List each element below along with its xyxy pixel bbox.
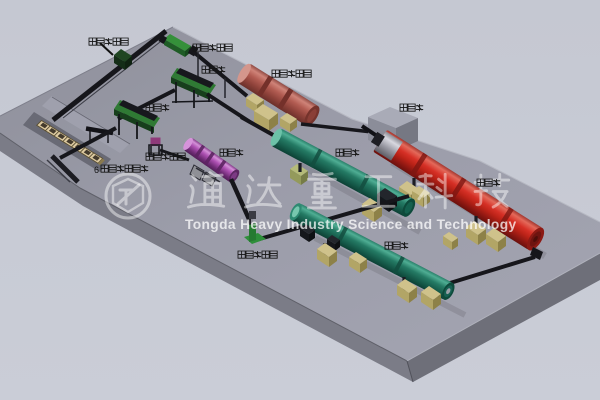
svg-text:6: 6	[94, 165, 99, 175]
svg-text:Tongda Heavy Industry Science: Tongda Heavy Industry Science and Techno…	[185, 217, 517, 232]
